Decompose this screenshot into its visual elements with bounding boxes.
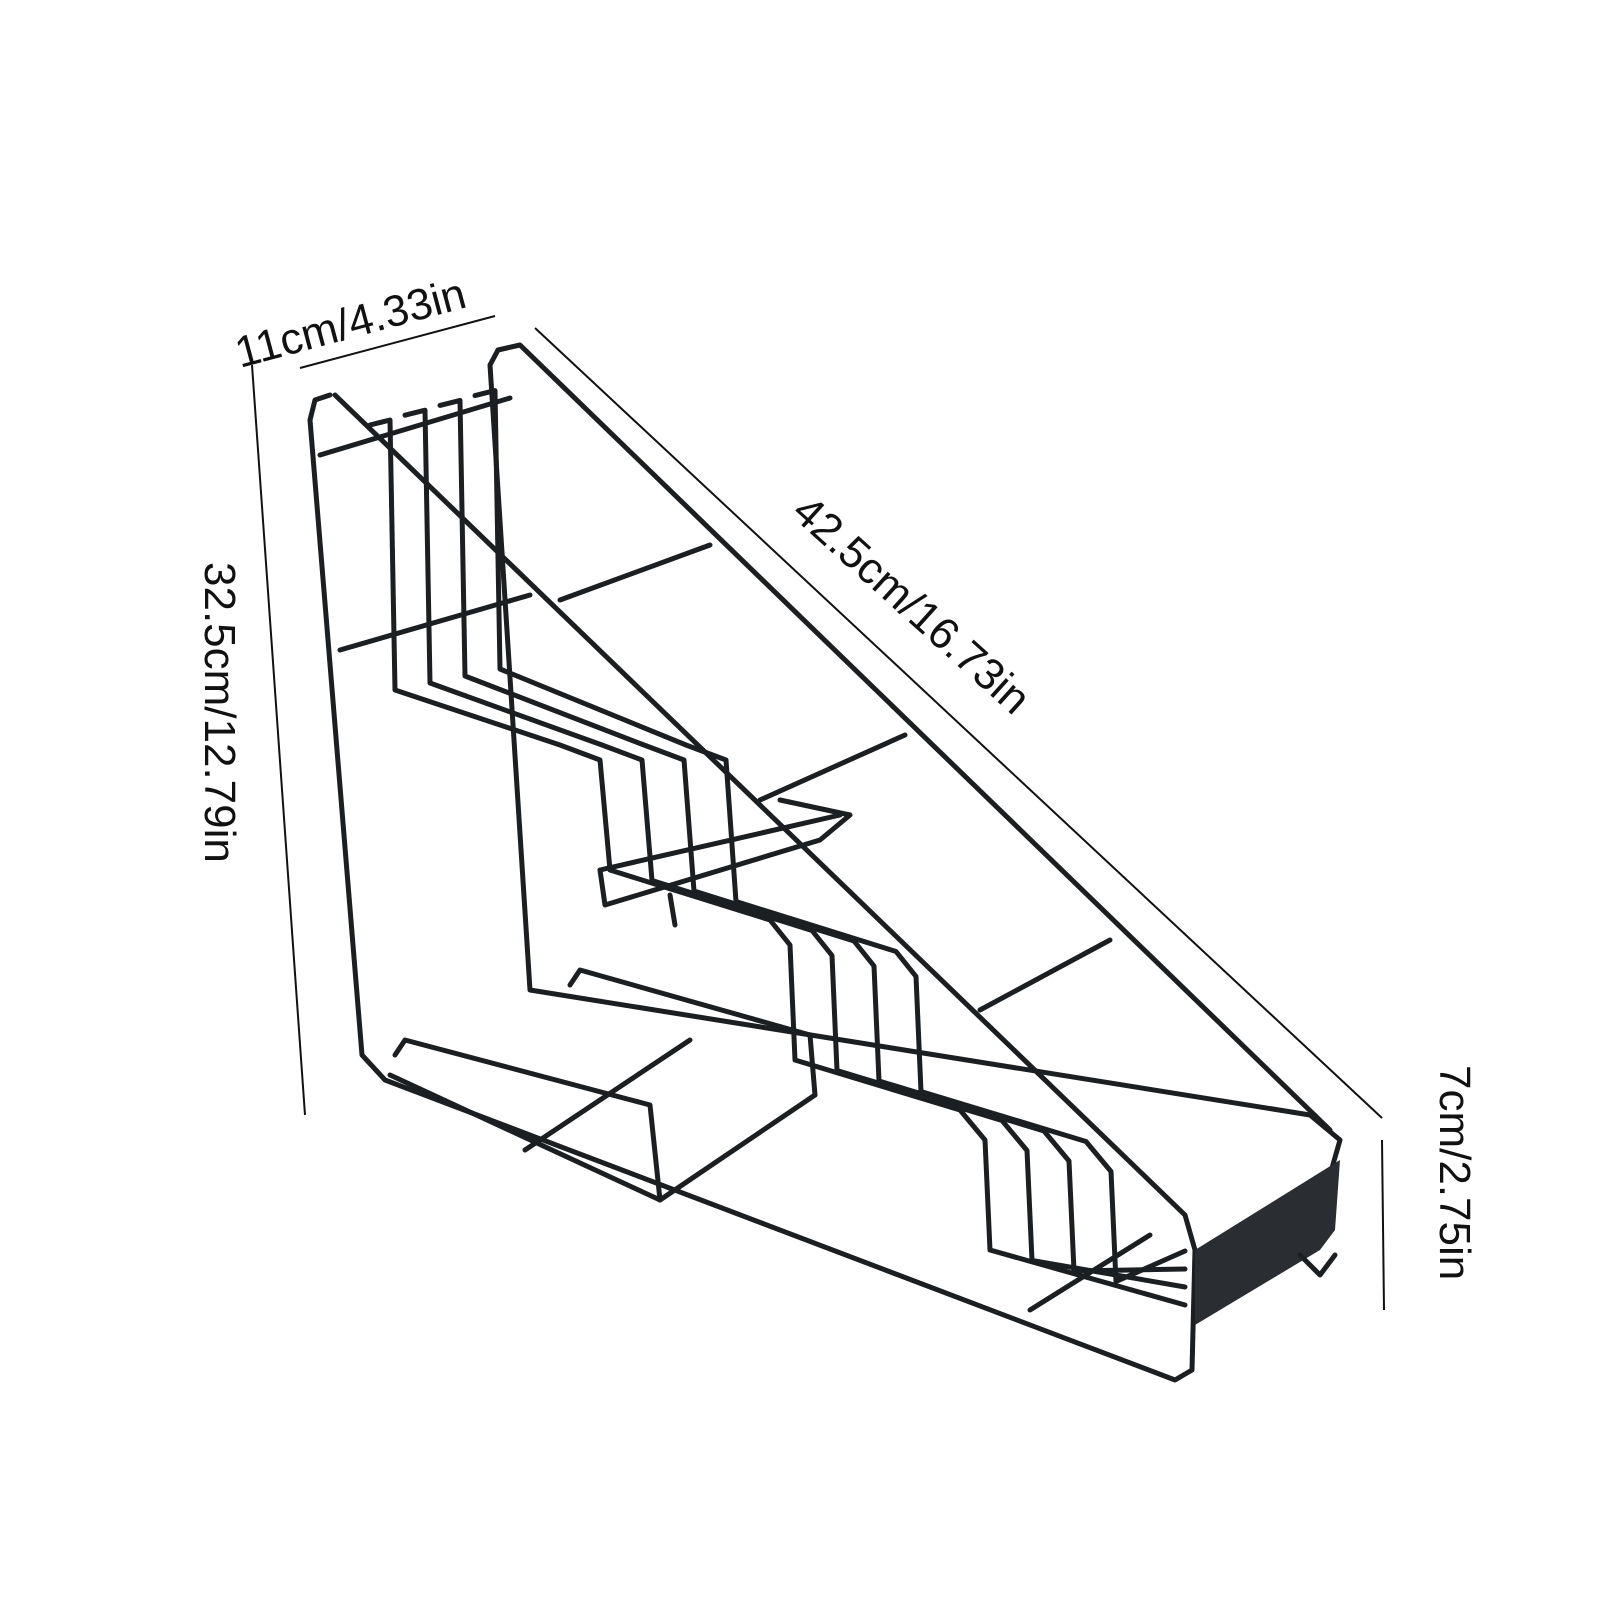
back-top-rail-wire [495,342,1333,1133]
bottom-tray-back-wire [567,967,818,1098]
divider-wire-2 [402,407,1188,1290]
rung-wire [977,937,1113,1013]
bottom-tray-wire [392,1037,663,1203]
wire-rack [307,342,1343,1383]
divider-wire-4 [472,388,1188,1284]
front-height-dimension-line [1381,1139,1385,1311]
foot-wire [1297,1252,1338,1278]
height-dimension-line [251,364,306,1116]
middle-tray-leg-wire [667,892,678,928]
height-label: 32.5cm/12.79in [195,562,244,863]
rung-wire [557,542,713,603]
diagonal-label: 42.5cm/16.73in [783,486,1039,724]
top-crossbar-wire [317,395,513,458]
divider-wire-3 [437,397,1188,1274]
front-plate [1195,1160,1340,1325]
back-frame-wire [487,347,1343,1178]
bottom-front-rung-wire [1027,1232,1153,1313]
middle-tray-wire [597,797,853,908]
depth-dimension-line [299,315,496,369]
rung-wire [757,732,908,803]
front-frame-wire [307,392,1198,1383]
front-height-label: 7cm/2.75in [1430,1065,1479,1280]
bottom-tray-base-wire [387,1072,818,1203]
bottom-tray-rung-wire [522,1037,693,1153]
depth-label: 11cm/4.33in [230,269,471,378]
middle-tray-edge-wire [597,812,843,873]
diagonal-dimension-line [534,327,1383,1119]
divider-wire-1 [367,417,1188,1308]
